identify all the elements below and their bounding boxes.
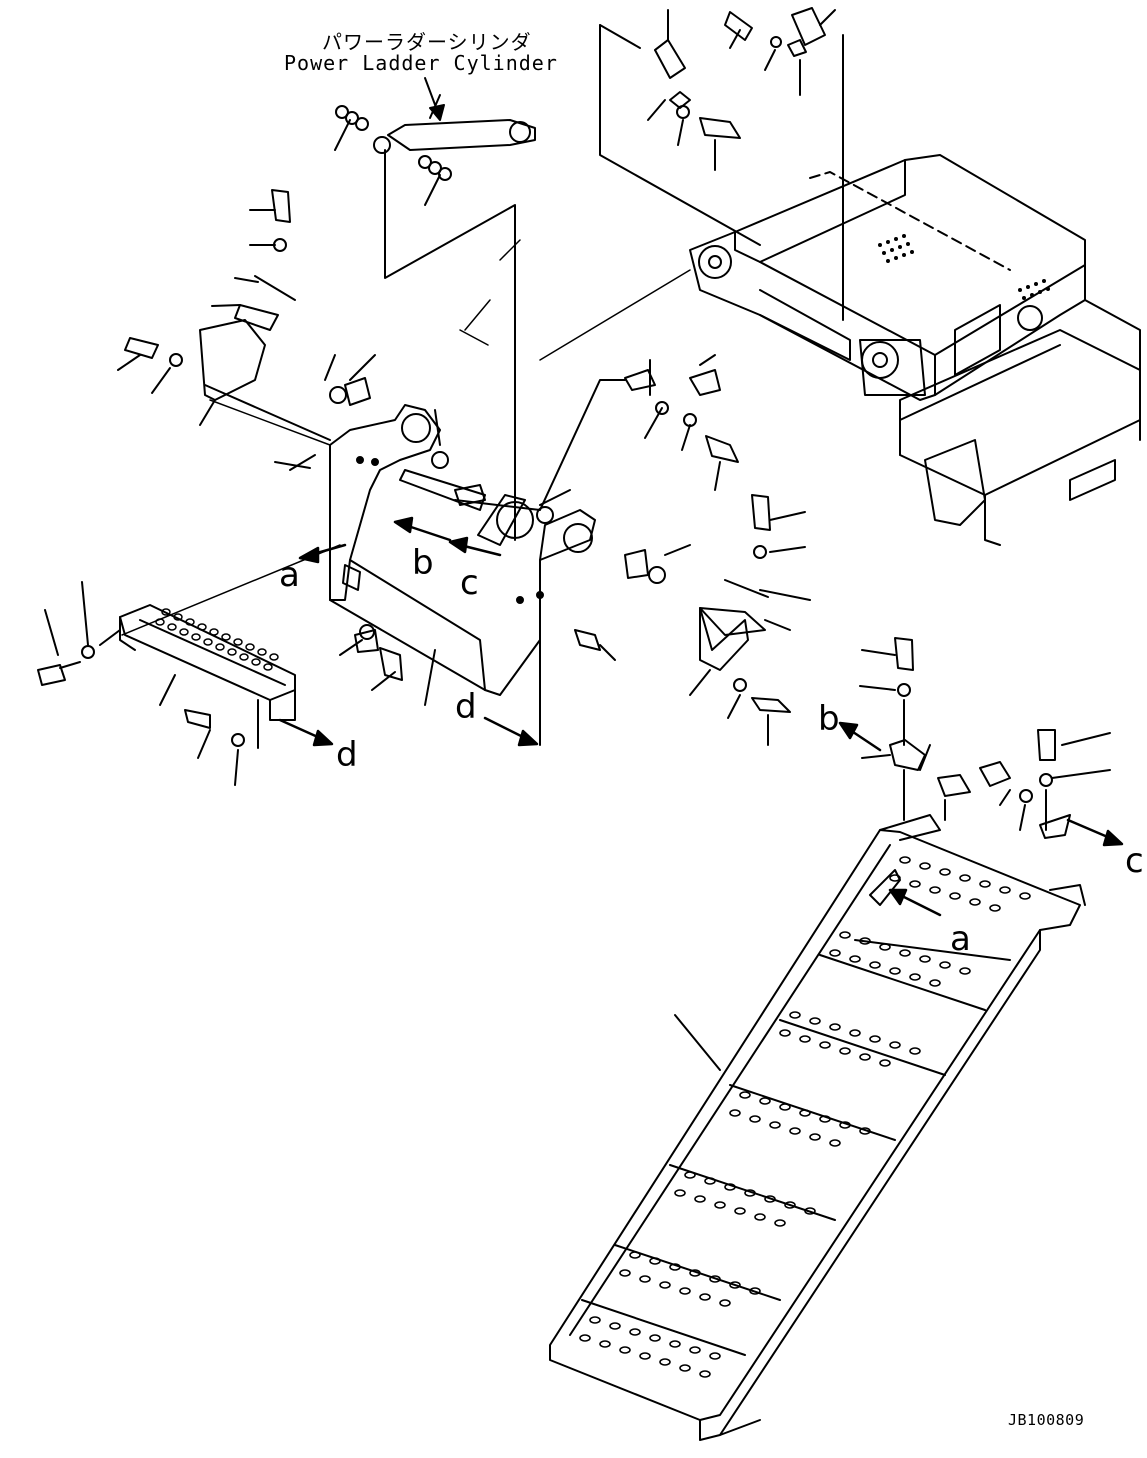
cylinder-title-japanese: パワーラダーシリンダ [322, 30, 532, 54]
direction-arrows [278, 516, 1124, 917]
machine-frame [689, 154, 1141, 546]
ref-letter-a-left: a [279, 555, 300, 595]
upper-step-perforations [155, 608, 279, 671]
ref-letter-c-right: c [1125, 841, 1144, 881]
ladder-assembly [549, 814, 1086, 1441]
ref-letter-b-right: b [818, 699, 840, 739]
right-step-bracket [624, 354, 811, 746]
ref-letter-d-left: d [336, 735, 358, 775]
ref-letter-a-right: a [950, 919, 971, 959]
cylinder-title-english: Power Ladder Cylinder [284, 51, 558, 75]
pin-hardware-top [599, 7, 844, 321]
pivot-bracket [274, 354, 691, 746]
ladder-tread-perforations [579, 856, 1031, 1378]
drawing-code: JB100809 [1008, 1411, 1085, 1429]
power-ladder-cylinder [334, 77, 536, 541]
left-step-bracket [117, 189, 331, 441]
ladder-top-hardware [859, 637, 1111, 906]
ref-letter-d-center: d [455, 687, 477, 727]
frame-vent-grille [878, 234, 1050, 300]
ref-letter-c-left: c [460, 563, 479, 603]
ref-letter-b-left: b [412, 543, 434, 583]
upper-step-plate [37, 581, 296, 786]
